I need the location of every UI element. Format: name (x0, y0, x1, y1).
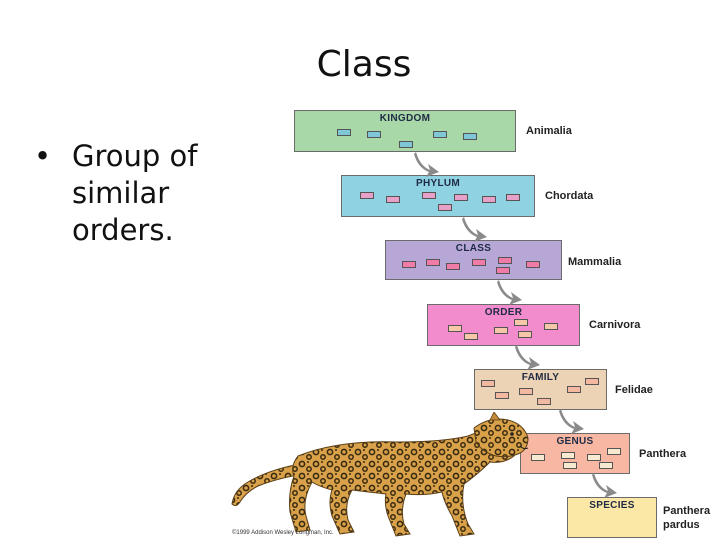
rank-label-order: ORDER (484, 307, 523, 318)
taxon-label-class: Mammalia (568, 256, 622, 268)
taxon-member-box (402, 261, 416, 268)
taxon-member-box (531, 454, 545, 461)
arrow-class-to-order (497, 280, 522, 305)
taxon-member-box (433, 131, 447, 138)
rank-box-family: FAMILY (474, 369, 607, 410)
taxon-label-phylum: Chordata (545, 190, 594, 202)
slide-title: Class (316, 44, 412, 85)
taxon-member-box (607, 448, 621, 455)
taxon-member-box (399, 141, 413, 148)
taxon-label-family: Felidae (615, 384, 653, 396)
taxon-member-box (337, 129, 351, 136)
bullet-text: Group of similar orders. (72, 139, 198, 247)
arrow-genus-to-species (592, 473, 617, 498)
rank-label-family: FAMILY (521, 372, 560, 383)
taxon-member-box (498, 257, 512, 264)
taxon-member-box (599, 462, 613, 469)
rank-box-genus: GENUS (520, 433, 630, 474)
taxon-member-box (567, 386, 581, 393)
rank-label-species: SPECIES (589, 500, 635, 511)
taxon-member-box (386, 196, 400, 203)
taxon-member-box (585, 378, 599, 385)
rank-label-class: CLASS (455, 243, 492, 254)
arrow-phylum-to-class (462, 217, 487, 242)
taxon-member-box (454, 194, 468, 201)
taxon-member-box (482, 196, 496, 203)
copyright-note: ©1999 Addison Wesley Longman, Inc. (232, 530, 334, 536)
taxon-member-box (464, 333, 478, 340)
taxon-member-box (426, 259, 440, 266)
rank-box-class: CLASS (385, 240, 562, 280)
arrow-family-to-genus (559, 409, 584, 434)
rank-box-kingdom: KINGDOM (294, 110, 516, 152)
taxon-member-box (472, 259, 486, 266)
bullet-marker: • (34, 139, 52, 173)
taxon-member-box (561, 452, 575, 459)
taxon-member-box (494, 327, 508, 334)
taxon-member-box (448, 325, 462, 332)
rank-label-genus: GENUS (556, 436, 594, 447)
taxon-member-box (526, 261, 540, 268)
taxon-member-box (514, 319, 528, 326)
taxon-member-box (481, 380, 495, 387)
arrow-order-to-family (515, 345, 540, 370)
taxon-member-box (463, 133, 477, 140)
taxon-member-box (495, 392, 509, 399)
rank-box-phylum: PHYLUM (341, 175, 535, 217)
taxon-label-species-line1: Panthera (663, 505, 711, 517)
taxon-member-box (360, 192, 374, 199)
taxon-label-kingdom: Animalia (526, 125, 572, 137)
taxon-label-species-line2: pardus (663, 519, 700, 531)
taxon-member-box (587, 454, 601, 461)
taxon-member-box (367, 131, 381, 138)
rank-label-phylum: PHYLUM (415, 178, 461, 189)
leopard-illustration (231, 412, 529, 537)
taxon-label-order: Carnivora (589, 319, 641, 331)
taxon-member-box (537, 398, 551, 405)
taxon-member-box (519, 388, 533, 395)
taxon-member-box (563, 462, 577, 469)
taxon-label-genus: Panthera (639, 448, 687, 460)
taxon-member-box (506, 194, 520, 201)
rank-box-order: ORDER (427, 304, 580, 346)
rank-box-species: SPECIES (567, 497, 657, 538)
taxon-member-box (544, 323, 558, 330)
taxon-member-box (518, 331, 532, 338)
taxon-member-box (496, 267, 510, 274)
taxon-member-box (446, 263, 460, 270)
arrow-kingdom-to-phylum (414, 152, 439, 177)
rank-label-kingdom: KINGDOM (379, 113, 431, 124)
taxon-member-box (438, 204, 452, 211)
taxon-member-box (422, 192, 436, 199)
